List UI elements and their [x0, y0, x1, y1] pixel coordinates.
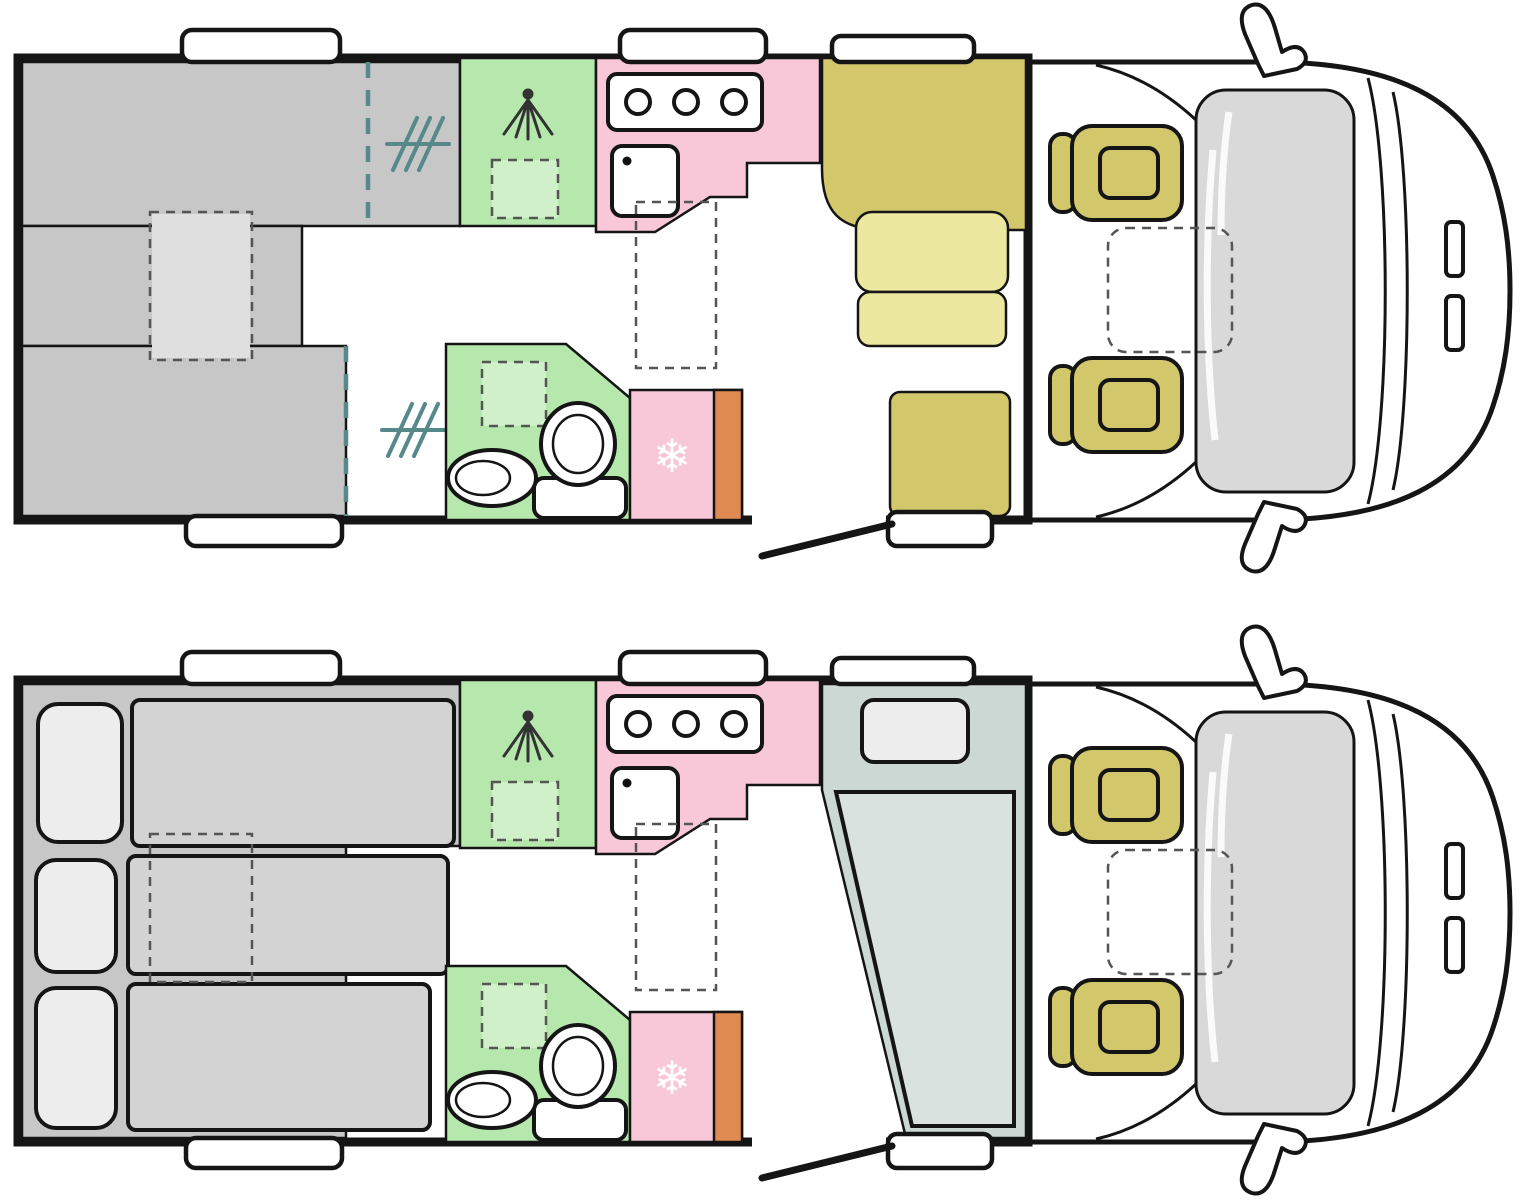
fridge — [628, 388, 744, 522]
pillow — [36, 702, 124, 844]
fridge — [628, 1010, 744, 1144]
driver-cab — [1028, 4, 1510, 571]
night-layout-plan — [13, 626, 1510, 1193]
pillow — [34, 858, 118, 974]
entry-door — [752, 512, 992, 556]
l-shaped-bench — [820, 56, 1028, 232]
bed-extension-panel — [152, 214, 250, 358]
shower-cubicle — [458, 678, 598, 850]
rear-beds-night — [20, 682, 462, 1140]
driver-cab — [1028, 626, 1510, 1193]
rear-bed-mattress — [126, 982, 432, 1132]
rear-bed-mattress — [130, 698, 456, 848]
dinette-table-extension — [856, 290, 1008, 348]
pillow — [860, 698, 970, 764]
side-bench-seat — [888, 390, 1012, 518]
rear-bed-bottom — [20, 344, 348, 518]
front-bed-mattress — [833, 790, 1016, 1128]
shower-cubicle — [458, 56, 598, 228]
day-layout-plan — [13, 4, 1510, 571]
rear-bed-mattress — [126, 854, 450, 976]
dinette — [820, 56, 1028, 518]
rear-bed-area — [20, 60, 462, 518]
front-bed-night — [820, 682, 1028, 1140]
entry-door — [752, 1134, 992, 1178]
dinette-table — [854, 210, 1010, 294]
pillow — [34, 986, 118, 1130]
